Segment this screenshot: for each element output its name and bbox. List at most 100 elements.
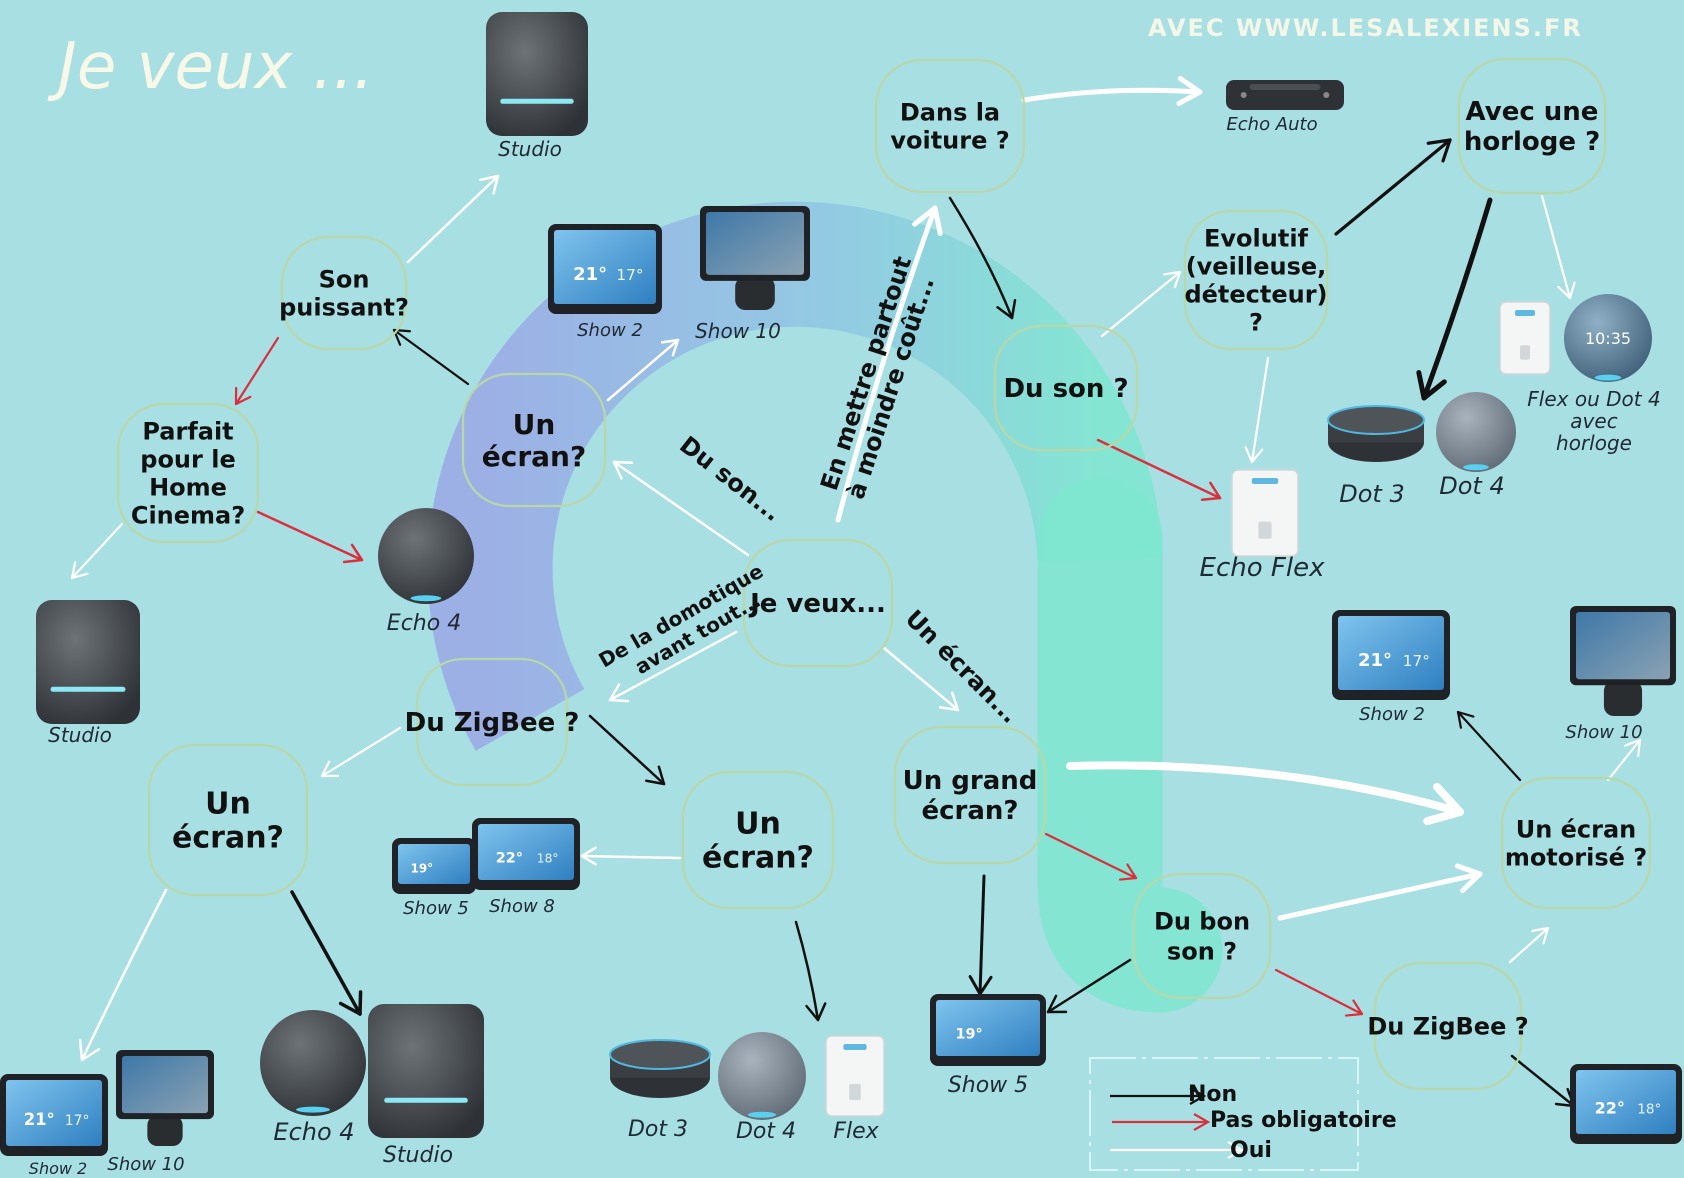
device-label-line: Flex ou Dot 4 [1527, 387, 1660, 411]
show-display-icon: 22° 18° [1570, 1064, 1682, 1144]
display-screen [122, 1056, 208, 1114]
edge-label-du-son: Du son... [674, 431, 786, 527]
studio-speaker-icon [368, 1004, 484, 1138]
node-outline [461, 372, 607, 508]
arrowhead [580, 846, 597, 866]
node-outline [1132, 872, 1272, 1000]
device-show5-bottom: 19°Show 5 [930, 994, 1046, 1098]
device-label: Show 8 [489, 896, 555, 917]
node-label-line: Un [735, 807, 781, 842]
arrow-line [70, 522, 124, 580]
node-label-line: détecteur) [1184, 280, 1327, 308]
arrowhead [342, 543, 364, 564]
screen-temperature-low: 17° [65, 1113, 90, 1129]
node-label-line: Un [513, 408, 556, 441]
node-outline [1373, 961, 1523, 1091]
arrow-mid-ecran-to-dots [794, 920, 827, 1022]
auto-top [1249, 84, 1321, 90]
arrow-evolutif-to-horloge [1334, 138, 1452, 236]
node-du-son: Du son ? [993, 324, 1139, 452]
light-ring [747, 1111, 777, 1118]
screen-temperature: 21° [24, 1110, 55, 1129]
arrowhead [996, 298, 1017, 320]
device-show10-top: Show 10 [695, 206, 810, 343]
node-label-line: Cinema? [131, 501, 245, 529]
node-label-line: Un écran [1516, 815, 1637, 843]
display-screen [1576, 1070, 1676, 1134]
screen-temperature-low: 18° [1637, 1102, 1661, 1118]
arrowhead [1456, 710, 1475, 729]
arrow-line [1456, 710, 1522, 782]
screen-temperature: 19° [956, 1027, 983, 1043]
arrow-voiture-to-echo-auto [1021, 75, 1203, 106]
node-label: Du ZigBee ? [405, 708, 580, 738]
arrow-line [1046, 958, 1132, 1014]
legend-optional-arrowhead [1193, 1113, 1211, 1131]
node-label-line: Son [319, 265, 370, 293]
legend: Non Pas obligatoire Oui [1089, 1057, 1397, 1171]
device-label: Show 10 [695, 319, 781, 343]
arrowhead [912, 205, 943, 236]
node-label-line: écran? [702, 841, 814, 876]
arrowhead [1344, 999, 1364, 1017]
device-label: Studio [48, 723, 112, 747]
arrowhead [645, 765, 666, 786]
node-outline [681, 770, 835, 910]
arrow-root-to-voiture [835, 205, 943, 523]
device-dot4-bottom: Dot 4 [718, 1032, 806, 1144]
arrow-bon-son-to-motorise [1277, 863, 1483, 921]
node-outline [742, 538, 894, 668]
screen-temperature: 22° [1595, 1099, 1625, 1118]
node-outline [280, 235, 408, 351]
arrow-line [290, 890, 362, 1016]
device-show2-right: 21°17°Show 2 [1332, 610, 1450, 725]
arrowhead [70, 561, 89, 580]
node-outline [893, 725, 1047, 865]
device-label: Show 10 [1565, 722, 1642, 743]
plug-logo [1251, 478, 1279, 484]
node-label: Du son ? [1003, 374, 1128, 404]
node-label-line: Du ZigBee ? [405, 708, 580, 738]
arrow-line [256, 510, 364, 562]
node-outline [415, 657, 569, 787]
auto-button [1323, 92, 1330, 98]
arrow-line [588, 714, 666, 786]
node-label-line: Du ZigBee ? [1367, 1012, 1528, 1040]
arrow-line [1508, 926, 1550, 964]
arrow-line [1510, 1054, 1576, 1108]
arrowhead [1416, 370, 1447, 401]
arrow-du-son-to-echo-flex [1096, 438, 1222, 501]
arrow-root-to-un-ecran [612, 460, 750, 557]
device-echo4-bottom: Echo 4 [260, 1010, 366, 1146]
device-label: Echo 4 [387, 611, 461, 636]
arrow-line [882, 646, 960, 712]
node-evolutif: Evolutif(veilleuse,détecteur)? [1183, 209, 1329, 351]
device-dot3-bottom: Dot 3 [609, 1039, 711, 1142]
arrow-ecran-to-show10 [606, 338, 680, 402]
arrowhead [234, 386, 252, 406]
show-display-icon: 19° [930, 994, 1046, 1066]
node-label: Evolutif(veilleuse,détecteur)? [1184, 224, 1327, 336]
node-label-line: voiture ? [890, 126, 1009, 154]
arrow-far-ecran-to-show2 [78, 888, 168, 1062]
device-label: Echo 4 [273, 1118, 354, 1146]
node-label-line: Avec une [1466, 97, 1599, 127]
dot4-clock-sphere [1564, 294, 1652, 382]
sphere-body [1436, 392, 1516, 472]
arrowhead [938, 691, 960, 712]
device-label: Studio [383, 1143, 453, 1168]
light-ring [384, 1097, 468, 1103]
node-label-line: Dans la [900, 98, 1000, 126]
device-show2-top: 21°17°Show 2 [548, 224, 662, 341]
arrow-line [1421, 197, 1493, 401]
arrowhead [1118, 863, 1138, 881]
display-screen [936, 1000, 1040, 1056]
arrowhead [1623, 738, 1642, 757]
